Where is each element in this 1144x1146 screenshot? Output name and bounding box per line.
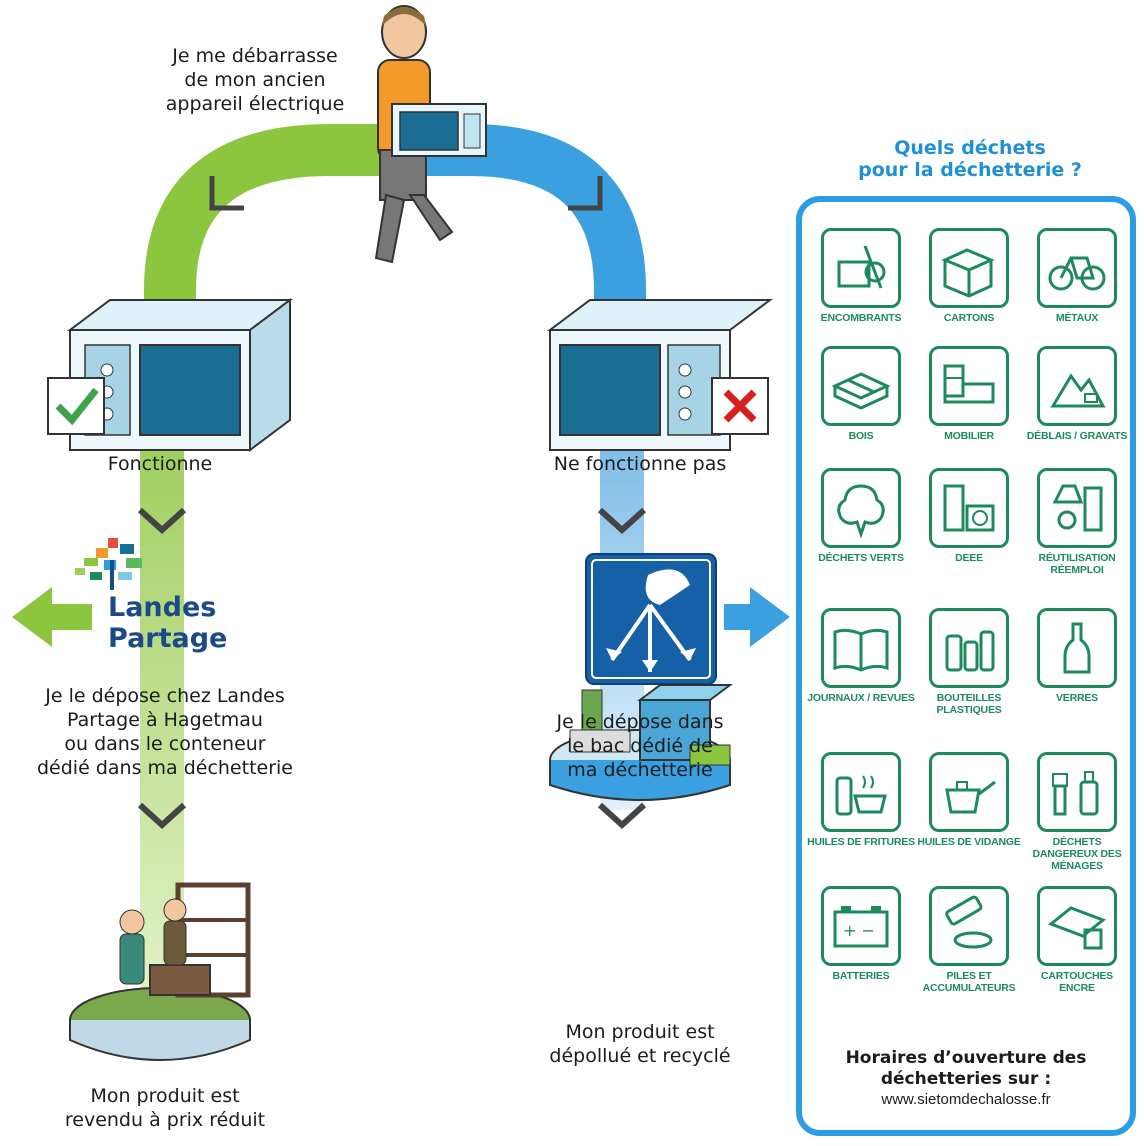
waste-category-label: DÉCHETS VERTS	[818, 552, 904, 564]
frying-oil-icon	[821, 752, 901, 832]
waste-category-label: BOIS	[848, 430, 874, 442]
arrow-left	[12, 587, 92, 647]
waste-category: MÉTAUX	[1022, 228, 1132, 324]
arch-blue	[400, 124, 646, 330]
hours-line-1: Horaires d’ouverture des	[845, 1048, 1087, 1068]
waste-category-label: DÉCHETS DANGEREUX DES MÉNAGES	[1032, 836, 1122, 872]
landes-partage-logo-text: Landes Partage	[108, 592, 227, 654]
waste-category-label: ENCOMBRANTS	[820, 312, 902, 324]
appliances-icon	[929, 468, 1009, 548]
waste-category-label: CARTOUCHES ENCRE	[1041, 970, 1113, 994]
hours-line-2: déchetteries sur :	[880, 1069, 1052, 1089]
microwave-working	[47, 298, 293, 452]
microwave-broken	[547, 299, 773, 451]
waste-category: MOBILIER	[914, 346, 1024, 442]
rubble-icon	[1037, 346, 1117, 426]
piles-icon	[929, 886, 1009, 966]
waste-category-label: PILES ET ACCUMULATEURS	[922, 970, 1016, 994]
logo-line-2: Partage	[108, 623, 228, 654]
panel-title-line-2: pour la déchetterie ?	[858, 159, 1082, 181]
weee-recycling-symbol	[585, 553, 717, 685]
waste-category: DEEE	[914, 468, 1024, 564]
action-left-line-1: Je le dépose chez Landes	[45, 685, 285, 707]
waste-category-label: VERRES	[1056, 692, 1098, 704]
status-working: Fonctionne	[107, 453, 213, 475]
arrow-right	[724, 587, 790, 647]
result-left: Mon produit est revendu à prix réduit	[20, 1084, 310, 1132]
waste-category: BOIS	[806, 346, 916, 442]
tree-icon	[821, 468, 901, 548]
box-icon	[929, 228, 1009, 308]
intro-line-1: Je me débarrasse	[172, 45, 338, 67]
action-right-line-2: le bac dédié de	[567, 735, 713, 757]
book-icon	[821, 608, 901, 688]
intro-line-2: de mon ancien	[184, 69, 326, 91]
waste-category: ENCOMBRANTS	[806, 228, 916, 324]
waste-category: DÉCHETS DANGEREUX DES MÉNAGES	[1022, 752, 1132, 872]
intro-text: Je me débarrasse de mon ancien appareil …	[130, 44, 380, 116]
glass-bottle-icon	[1037, 608, 1117, 688]
action-left-line-2: Partage à Hagetmau	[67, 709, 263, 731]
waste-category: DÉBLAIS / GRAVATS	[1022, 346, 1132, 442]
waste-category: RÉUTILISATION RÉEMPLOI	[1022, 468, 1132, 576]
recycling-plant-illustration	[549, 684, 733, 801]
landes-partage-logo-tree	[75, 538, 142, 590]
result-right-line-2: dépollué et recyclé	[549, 1045, 731, 1067]
panel-title-line-1: Quels déchets	[894, 137, 1046, 159]
waste-category-label: DÉBLAIS / GRAVATS	[1026, 430, 1128, 442]
waste-category: VERRES	[1022, 608, 1132, 704]
website-url[interactable]: www.sietomdechalosse.fr	[881, 1091, 1051, 1108]
waste-category-label: MÉTAUX	[1055, 312, 1099, 324]
lamp-teddy-icon	[1037, 468, 1117, 548]
waste-category-label: RÉUTILISATION RÉEMPLOI	[1038, 552, 1116, 576]
waste-category: CARTOUCHES ENCRE	[1022, 886, 1132, 994]
action-left-line-3: ou dans le conteneur	[64, 733, 266, 755]
result-right: Mon produit est dépollué et recyclé	[520, 1020, 760, 1068]
waste-category-grid: ENCOMBRANTS CARTONS MÉTAUX BOIS MOBILIER DÉBL…	[806, 228, 1136, 1048]
svg-text:+ −: + −	[843, 921, 875, 940]
opening-hours: Horaires d’ouverture des déchetteries su…	[806, 1048, 1126, 1110]
waste-category: PILES ET ACCUMULATEURS	[914, 886, 1024, 994]
action-right-line-1: Je le dépose dans	[556, 711, 724, 733]
waste-category-label: MOBILIER	[944, 430, 994, 442]
action-right-line-3: ma déchetterie	[567, 759, 713, 781]
waste-category-label: BOUTEILLES PLASTIQUES	[936, 692, 1002, 716]
waste-category-label: JOURNAUX / REVUES	[807, 692, 915, 704]
result-right-line-1: Mon produit est	[565, 1021, 715, 1043]
waste-category: BOUTEILLES PLASTIQUES	[914, 608, 1024, 716]
result-left-line-2: revendu à prix réduit	[64, 1109, 266, 1131]
waste-category: HUILES DE VIDANGE	[914, 752, 1024, 848]
action-right: Je le dépose dans le bac dédié de ma déc…	[520, 710, 760, 782]
waste-category-label: BATTERIES	[832, 970, 890, 982]
person-illustration	[374, 5, 487, 264]
plastic-bottles-icon	[929, 608, 1009, 688]
logo-line-1: Landes	[108, 592, 217, 623]
oil-can-icon	[929, 752, 1009, 832]
ink-cartridge-icon	[1037, 886, 1117, 966]
paint-spray-icon	[1037, 752, 1117, 832]
waste-category-label: DEEE	[955, 552, 983, 564]
bed-icon	[929, 346, 1009, 426]
waste-category-label: HUILES DE FRITURES	[807, 836, 915, 848]
waste-category: DÉCHETS VERTS	[806, 468, 916, 564]
action-left: Je le dépose chez Landes Partage à Haget…	[10, 684, 320, 780]
status-broken: Ne fonctionne pas	[553, 453, 727, 475]
battery-icon: + −	[821, 886, 901, 966]
waste-category-label: CARTONS	[943, 312, 995, 324]
waste-category: CARTONS	[914, 228, 1024, 324]
pallet-icon	[821, 346, 901, 426]
intro-line-3: appareil électrique	[165, 93, 345, 115]
waste-category: + − BATTERIES	[806, 886, 916, 982]
furniture-bulky-icon	[821, 228, 901, 308]
panel-title: Quels déchets pour la déchetterie ?	[820, 137, 1120, 181]
waste-category: HUILES DE FRITURES	[806, 752, 916, 848]
waste-category-label: HUILES DE VIDANGE	[917, 836, 1021, 848]
waste-category: JOURNAUX / REVUES	[806, 608, 916, 704]
result-left-line-1: Mon produit est	[90, 1085, 240, 1107]
bicycle-icon	[1037, 228, 1117, 308]
action-left-line-4: dédié dans ma déchetterie	[37, 757, 293, 779]
shop-illustration	[69, 882, 251, 1061]
